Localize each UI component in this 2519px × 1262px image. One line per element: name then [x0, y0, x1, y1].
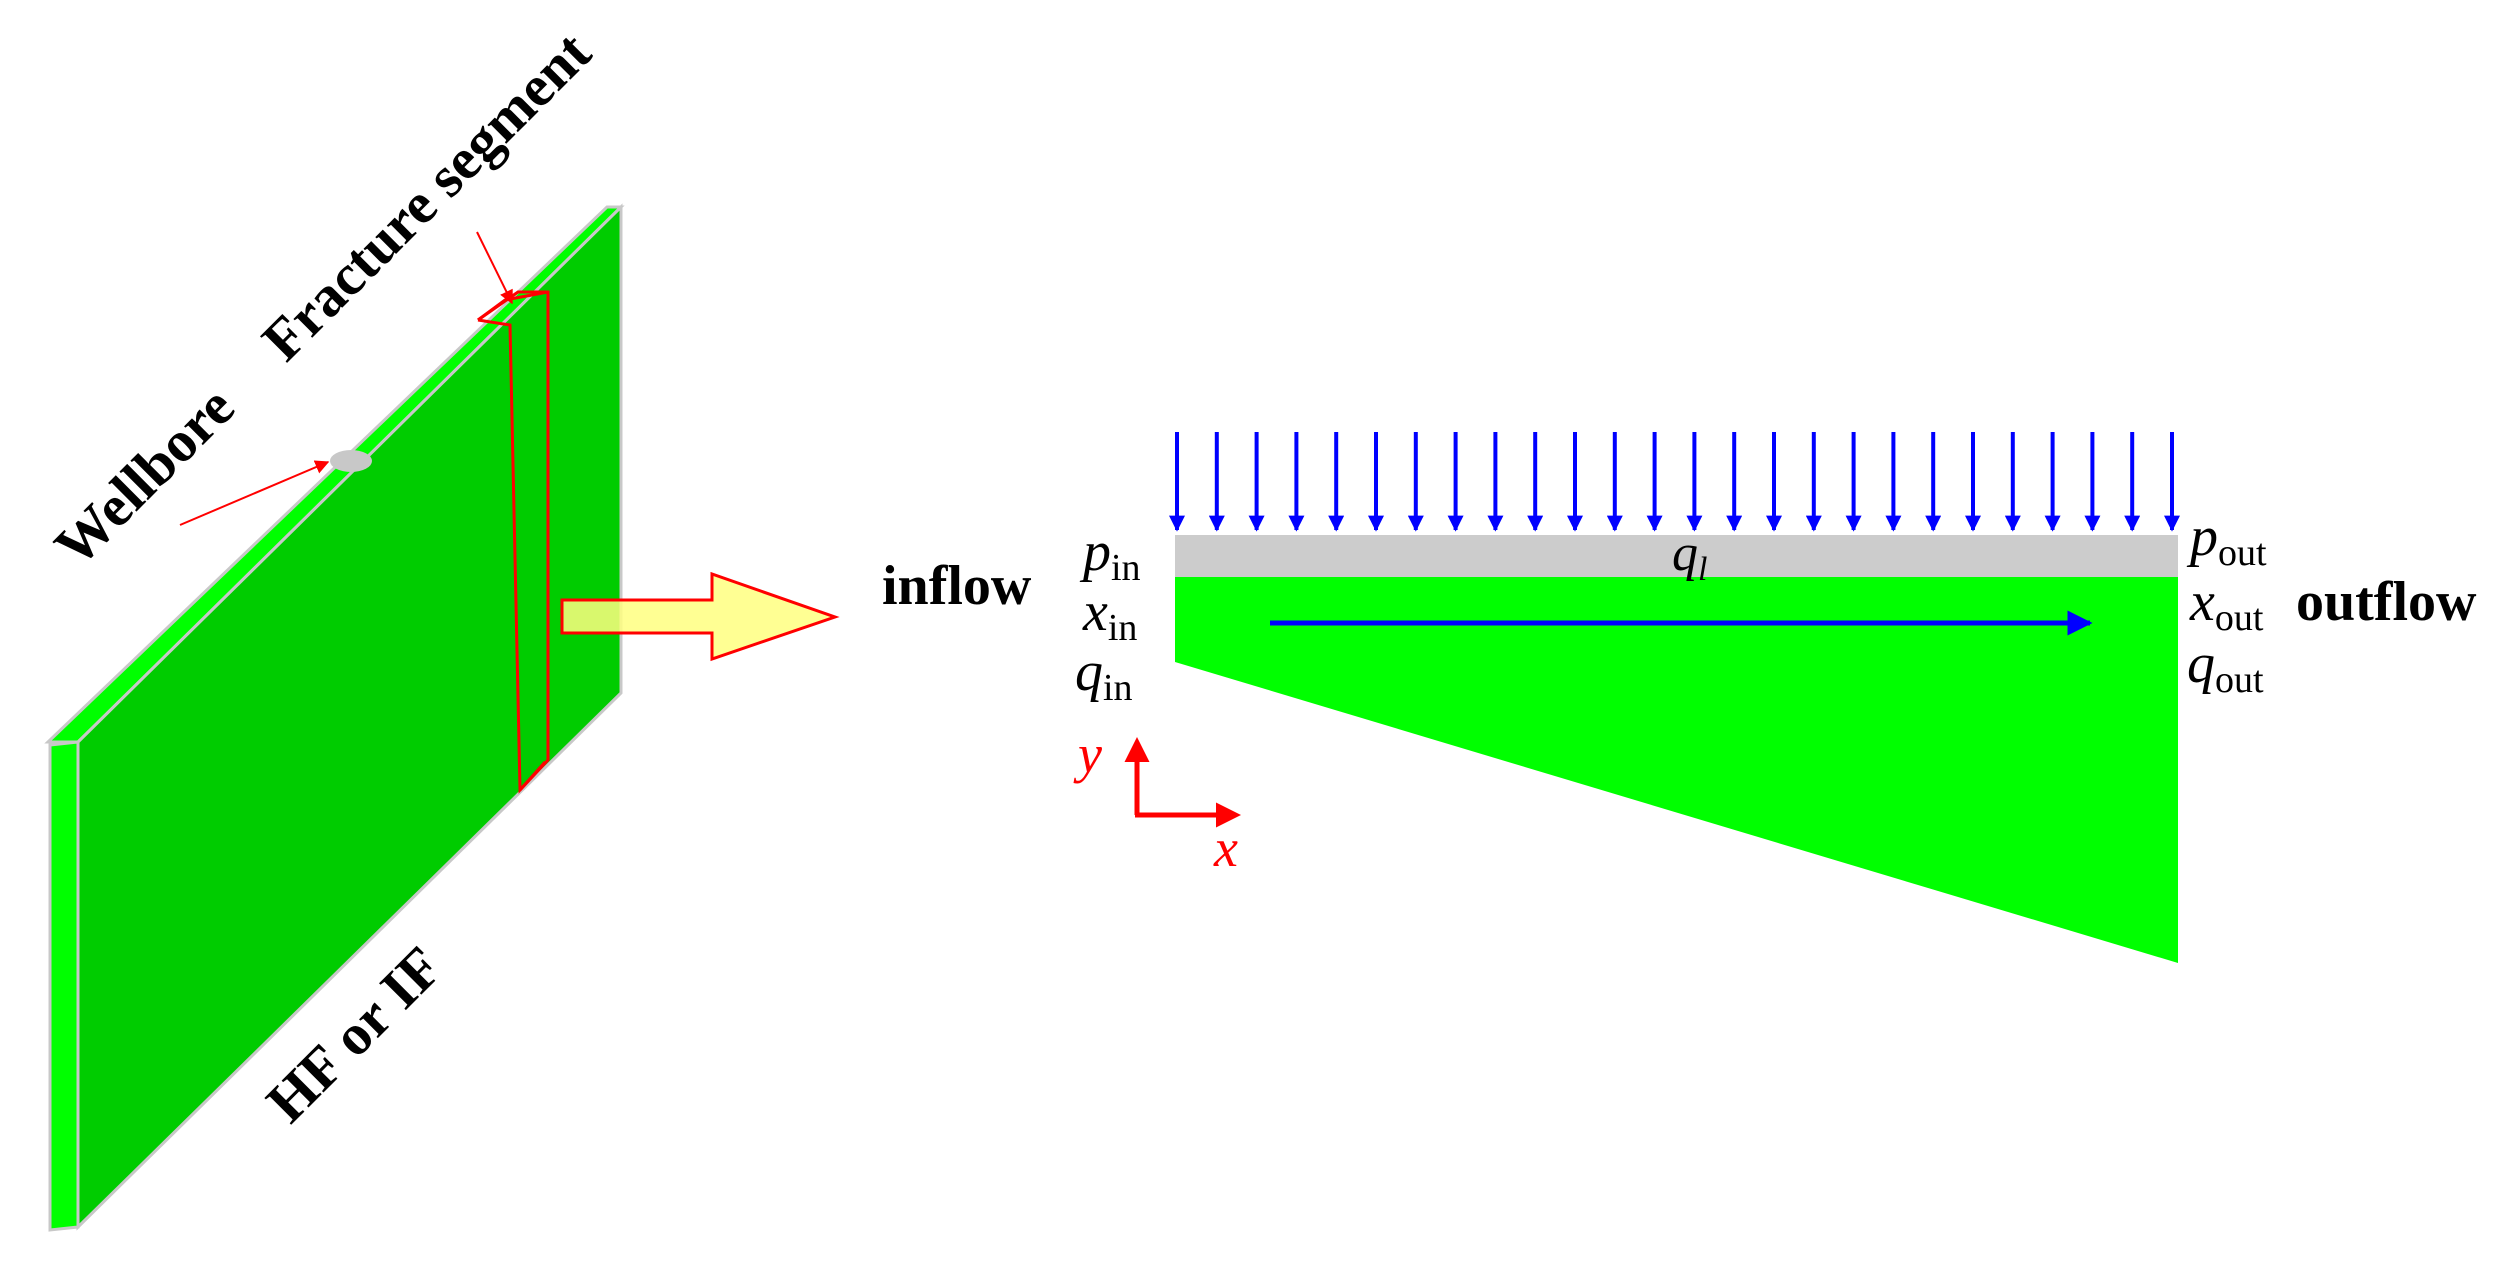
x-out-subscript: out	[2215, 597, 2264, 639]
outflow-label: outflow	[2296, 571, 2477, 633]
p-out-symbol: p	[2186, 506, 2218, 568]
svg-text:pout: pout	[2186, 506, 2267, 574]
q-in-symbol: q	[1075, 641, 1103, 703]
leakoff-flux-arrows	[1169, 432, 2180, 532]
q-out-symbol: q	[2187, 633, 2215, 695]
p-in-symbol: p	[1079, 521, 1111, 583]
segment-body	[1175, 576, 2178, 963]
coordinate-axes: y x	[1073, 724, 1241, 878]
fracture-segment-pointer-arrow	[476, 231, 513, 305]
ql-symbol: q	[1672, 525, 1698, 582]
q-in-subscript: in	[1103, 667, 1133, 709]
x-out-symbol: x	[2189, 571, 2215, 633]
x-in-symbol: x	[1082, 581, 1108, 643]
wellbore-marker	[330, 450, 372, 472]
flow-segment-2d	[1175, 535, 2178, 963]
p-out-subscript: out	[2218, 532, 2267, 574]
svg-text:pin: pin	[1079, 521, 1141, 589]
svg-text:ql: ql	[1672, 525, 1707, 588]
p-in-subscript: in	[1111, 547, 1141, 589]
fracture-plate-3d	[44, 203, 625, 1232]
q-out-subscript: out	[2215, 659, 2264, 701]
x-in-subscript: in	[1108, 607, 1138, 649]
inflow-label: inflow	[882, 555, 1032, 617]
wellbore-pointer-arrow	[179, 460, 330, 526]
leakoff-rate-label: ql	[1672, 525, 1707, 588]
leakoff-band	[1175, 535, 2178, 577]
outlet-variables: pout xout qout	[2186, 506, 2267, 701]
inlet-variables: pin xin qin	[1075, 521, 1141, 709]
svg-text:qin: qin	[1075, 641, 1133, 709]
wellbore-label: Wellbore	[42, 374, 247, 579]
y-axis-label: y	[1073, 724, 1102, 784]
transition-arrow	[560, 571, 840, 662]
svg-text:xout: xout	[2189, 571, 2264, 639]
svg-text:xin: xin	[1082, 581, 1137, 649]
svg-text:qout: qout	[2187, 633, 2264, 701]
plate-side-edge	[48, 740, 80, 1232]
x-axis-label: x	[1213, 818, 1238, 878]
ql-subscript: l	[1698, 551, 1707, 588]
